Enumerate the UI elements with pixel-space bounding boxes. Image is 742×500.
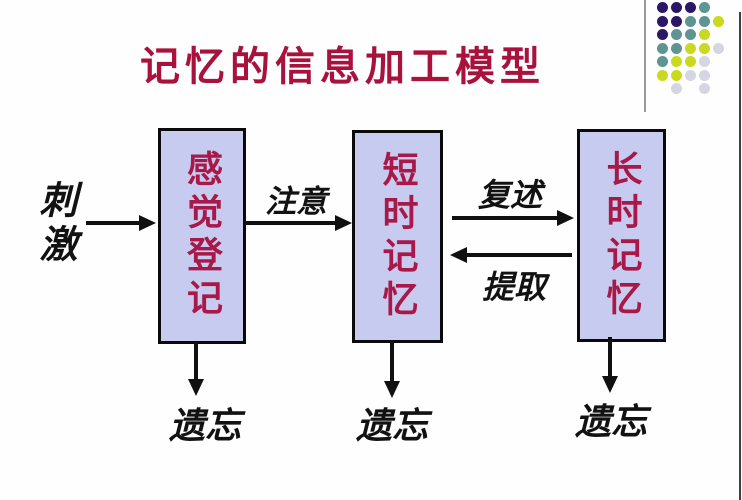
box-long-term-memory: 长时记忆 — [577, 129, 666, 342]
decorative-dot — [699, 15, 710, 27]
arrow-shaft — [452, 216, 560, 220]
decorative-dot — [657, 15, 668, 27]
arrow-shaft — [194, 342, 198, 382]
decorative-dot — [671, 56, 682, 67]
decorative-dot — [671, 83, 682, 94]
decorative-dot — [685, 15, 696, 27]
arrow-shaft — [390, 342, 394, 384]
decorative-vertical-line — [644, 0, 646, 112]
box-short-term-memory: 短时记忆 — [352, 130, 443, 343]
retrieval-label: 提取 — [481, 269, 546, 305]
decorative-dot — [685, 29, 696, 40]
attention-label: 注意 — [265, 184, 327, 219]
decorative-dot — [671, 15, 682, 27]
decorative-dots-grid — [657, 2, 727, 97]
decorative-dot — [671, 69, 682, 81]
forgetting-label-long-term: 遗忘 — [574, 402, 647, 442]
decorative-dot — [699, 42, 710, 54]
decorative-dot — [699, 56, 710, 67]
arrow-head-down-icon — [602, 376, 618, 393]
box-sensory-register: 感觉登记 — [158, 128, 246, 344]
box-long-label: 长时记忆 — [601, 149, 643, 322]
attention-arrow — [244, 215, 352, 231]
forgetting-arrow-long-term — [602, 337, 618, 393]
arrow-head-right-icon — [335, 215, 352, 231]
rehearsal-label: 复述 — [477, 177, 542, 213]
decorative-dot — [657, 69, 668, 81]
decorative-dot — [699, 29, 710, 40]
slide-right-border — [739, 12, 741, 500]
decorative-dot — [699, 83, 710, 94]
stimulus-arrow — [86, 215, 156, 231]
decorative-dot — [713, 15, 724, 27]
arrow-head-down-icon — [188, 379, 204, 396]
arrow-head-left-icon — [450, 247, 467, 263]
rehearsal-arrow — [452, 210, 574, 226]
decorative-dot — [713, 42, 724, 54]
arrow-shaft — [244, 221, 338, 225]
decorative-dot — [671, 42, 682, 54]
forgetting-label-sensory: 遗忘 — [168, 406, 241, 446]
arrow-head-right-icon — [139, 215, 156, 231]
forgetting-label-short-term: 遗忘 — [355, 406, 428, 446]
decorative-dot — [685, 2, 696, 13]
arrow-head-right-icon — [557, 210, 574, 226]
decorative-dot — [671, 2, 682, 13]
retrieval-arrow — [450, 247, 572, 263]
decorative-dot — [699, 69, 710, 81]
box-sensory-label: 感觉登记 — [182, 150, 223, 322]
arrow-shaft — [464, 253, 572, 257]
forgetting-arrow-short-term — [384, 342, 400, 398]
slide-title: 记忆的信息加工模型 — [140, 45, 545, 89]
forgetting-arrow-sensory — [188, 342, 204, 396]
decorative-dot — [699, 2, 710, 13]
decorative-dot — [657, 29, 668, 40]
arrow-shaft — [86, 221, 142, 225]
arrow-head-down-icon — [384, 381, 400, 398]
stimulus-label: 刺激 — [33, 180, 75, 268]
arrow-shaft — [608, 337, 612, 379]
box-short-label: 短时记忆 — [377, 150, 419, 323]
decorative-dot — [657, 56, 668, 67]
decorative-dot — [671, 29, 682, 40]
decorative-dot — [685, 56, 696, 67]
decorative-dot — [657, 42, 668, 54]
decorative-dot — [685, 69, 696, 81]
decorative-dot — [685, 42, 696, 54]
decorative-dot — [657, 2, 668, 13]
